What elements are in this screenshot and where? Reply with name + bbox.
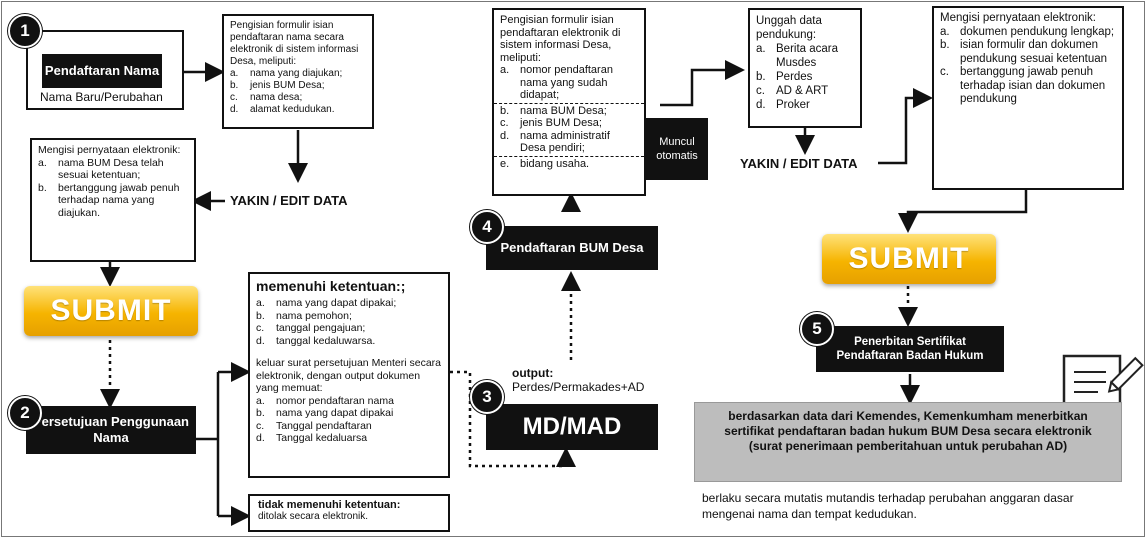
step4-title[interactable]: Pendaftaran BUM Desa [486, 226, 658, 270]
dotted-meets-step3 [450, 370, 576, 468]
form-box-intro: Pengisian formulir isian pendaftaran nam… [230, 20, 359, 67]
auto-label: Muncul otomatis [646, 118, 708, 180]
list-item: c.bertanggung jawab penuh terhadap isian… [940, 66, 1106, 105]
form2-list-e: e.bidang usaha. [500, 158, 638, 171]
step1-number: 1 [8, 14, 42, 48]
upload-box: Unggah data pendukung: a.Berita acara Mu… [748, 8, 862, 128]
statement2-intro: Mengisi pernyataan elektronik: [940, 12, 1096, 24]
step5-title[interactable]: Penerbitan Sertifikat Pendaftaran Badan … [816, 326, 1004, 372]
form-box-bum: Pengisian formulir isian pendaftaran ele… [492, 8, 646, 196]
list-item: c.Tanggal pendaftaran [256, 419, 372, 432]
submit-button-left[interactable]: SUBMIT [24, 286, 198, 336]
statement-list: a.nama BUM Desa telah sesuai ketentuan; … [38, 157, 188, 220]
output-label: output: [512, 366, 554, 380]
step2-number: 2 [8, 396, 42, 430]
not-meets-box: tidak memenuhi ketentuan: ditolak secara… [248, 494, 450, 532]
output-text: Perdes/Permakades+AD [512, 380, 645, 394]
auto-section: b.nama BUM Desa; c.jenis BUM Desa; d.nam… [494, 102, 644, 157]
step1-subtitle: Nama Baru/Perubahan [40, 90, 163, 104]
list-item: d.Proker [756, 99, 810, 111]
list-item: a.nama yang diajukan; [230, 68, 343, 79]
meets-box: memenuhi ketentuan:; a.nama yang dapat d… [248, 272, 450, 478]
statement-box-name: Mengisi pernyataan elektronik: a.nama BU… [30, 138, 196, 262]
list-item: a.nama yang dapat dipakai; [256, 297, 397, 309]
statement-intro: Mengisi pernyataan elektronik: [38, 144, 181, 156]
list-item: c.jenis BUM Desa; [500, 117, 602, 129]
line-statement2-submit [898, 190, 1028, 233]
list-item: b.isian formulir dan dokumen pendukung s… [940, 39, 1108, 65]
form2-intro: Pengisian formulir isian pendaftaran ele… [500, 14, 621, 64]
step2-title[interactable]: Persetujuan Penggunaan Nama [26, 406, 196, 454]
statement-box-bum: Mengisi pernyataan elektronik: a.dokumen… [932, 6, 1124, 190]
list-item: e.bidang usaha. [500, 157, 590, 170]
list-item: a.Berita acara Musdes [756, 43, 839, 69]
line-form2-upload [660, 60, 745, 107]
yakin-edit-right[interactable]: YAKIN / EDIT DATA [740, 156, 858, 171]
step4-number: 4 [470, 210, 504, 244]
step3-title[interactable]: MD/MAD [486, 404, 658, 450]
list-item: b.nama yang dapat dipakai [256, 407, 394, 419]
list-item: d.tanggal kedaluwarsa. [256, 334, 376, 347]
not-meets-text: ditolak secara elektronik. [258, 511, 369, 522]
list-item: b.nama pemohon; [256, 309, 352, 322]
result-box: berdasarkan data dari Kemendes, Kemenkum… [694, 402, 1122, 482]
meets-list: a.nama yang dapat dipakai; b.nama pemoho… [256, 297, 442, 347]
list-item: a.dokumen pendukung lengkap; [940, 25, 1115, 38]
footnote: berlaku secara mutatis mutandis terhadap… [702, 491, 1074, 521]
not-meets-title: tidak memenuhi ketentuan: [258, 499, 401, 511]
statement2-list: a.dokumen pendukung lengkap; b.isian for… [940, 26, 1116, 107]
list-item: d.Tanggal kedaluarsa [256, 432, 368, 444]
result-line1: berdasarkan data dari Kemendes, Kemenkum… [724, 409, 1092, 438]
list-item: a.nomor pendaftaran nama yang sudah dida… [500, 64, 613, 101]
form-box-name: Pengisian formulir isian pendaftaran nam… [222, 14, 374, 129]
step1-outline [26, 30, 184, 110]
form2-list-auto: b.nama BUM Desa; c.jenis BUM Desa; d.nam… [500, 105, 638, 155]
list-item: c.tanggal pengajuan; [256, 322, 366, 334]
list-item: b.bertanggung jawab penuh terhadap nama … [38, 181, 180, 219]
list-item: b.jenis BUM Desa; [230, 80, 325, 91]
step5-number: 5 [800, 312, 834, 346]
yakin-edit-left[interactable]: YAKIN / EDIT DATA [230, 193, 348, 208]
step3-number: 3 [470, 380, 504, 414]
submit-button-right[interactable]: SUBMIT [822, 234, 996, 284]
list-item: b.Perdes [756, 71, 813, 83]
form2-list-a: a.nomor pendaftaran nama yang sudah dida… [500, 64, 638, 102]
list-item: c.nama desa; [230, 92, 303, 103]
list-item: a.nama BUM Desa telah sesuai ketentuan; [38, 156, 164, 182]
upload-list: a.Berita acara Musdes b.Perdes c.AD & AR… [756, 42, 854, 112]
meets-title: memenuhi ketentuan:; [256, 278, 406, 294]
result-line2: (surat penerimaan pemberitahuan untuk pe… [748, 439, 1068, 453]
list-item: d.alamat kedudukan. [230, 104, 335, 115]
meets-output-list: a.nomor pendaftaran nama b.nama yang dap… [256, 395, 442, 445]
list-item: b.nama BUM Desa; [500, 104, 607, 117]
list-item: a.nomor pendaftaran nama [256, 394, 394, 407]
meets-paragraph: keluar surat persetujuan Menteri secara … [256, 357, 442, 394]
list-item: c.AD & ART [756, 85, 829, 97]
step1-title[interactable]: Pendaftaran Nama [42, 54, 162, 88]
upload-intro: Unggah data pendukung: [756, 15, 822, 41]
form-box-list: a.nama yang diajukan; b.jenis BUM Desa; … [230, 68, 366, 116]
line-yakin-statement2 [878, 88, 933, 165]
list-item: d.nama administratif Desa pendiri; [500, 129, 610, 155]
